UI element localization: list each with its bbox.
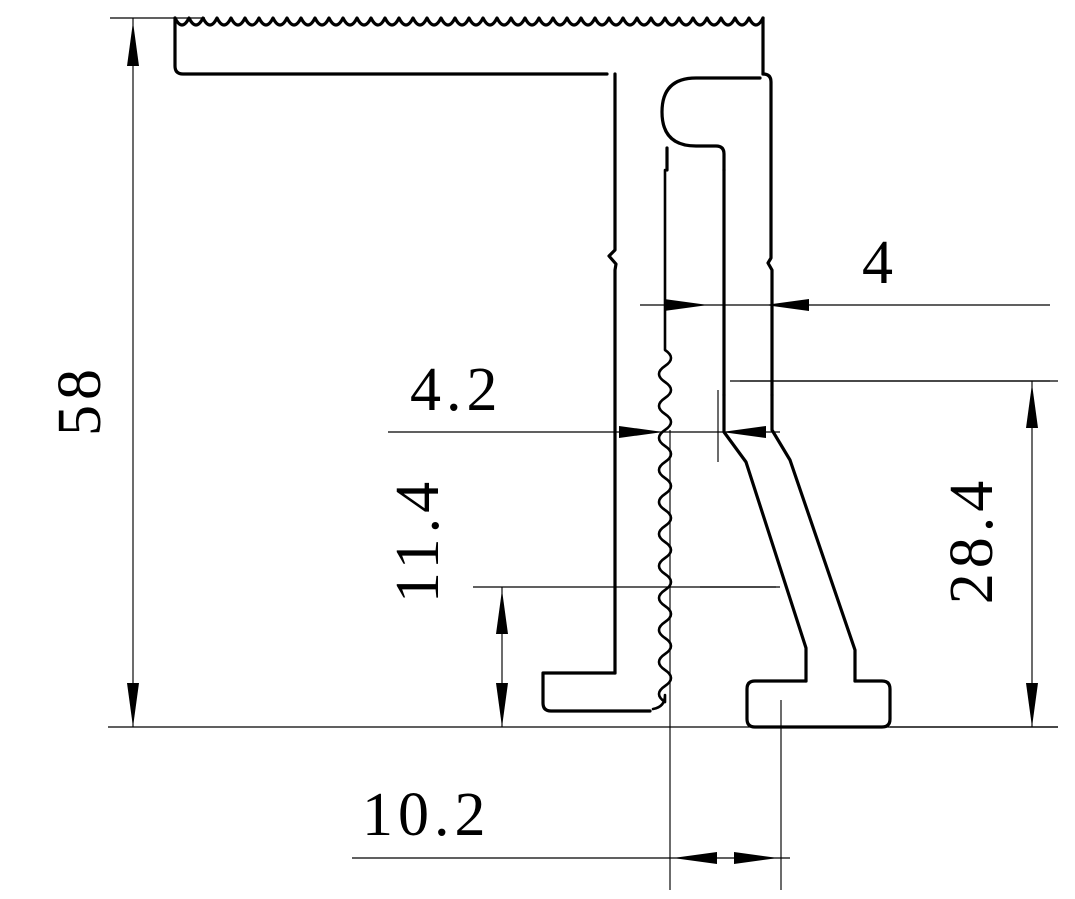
- arrow-down-58: [127, 683, 139, 727]
- arrow-up-58: [127, 22, 139, 66]
- upper-hook-channel: [660, 76, 762, 172]
- dim-label-10p2: 10.2: [362, 781, 491, 849]
- base-foot: [745, 679, 892, 729]
- arrow-up-11p4: [496, 590, 508, 634]
- arrow-left-inner-10p2: [734, 852, 778, 864]
- arrow-up-28p4: [1026, 384, 1038, 428]
- arrow-down-28p4: [1026, 683, 1038, 727]
- upper-hook-outer: [761, 72, 774, 397]
- serrated-vertical-web-icon: [651, 168, 673, 711]
- profile-geometry: [173, 16, 892, 729]
- left-vertical-web: [607, 72, 618, 675]
- dim-label-4: 4: [862, 229, 898, 297]
- serrated-top-strip-icon: [173, 16, 765, 27]
- slanted-leg-left-edge: [722, 393, 808, 683]
- dimension-base-offset: 10.2: [108, 430, 1058, 890]
- dim-label-11p4: 11.4: [384, 477, 452, 603]
- dim-label-58: 58: [46, 364, 114, 436]
- auxiliary-leader-lines: [700, 380, 1050, 588]
- dim-label-4p2: 4.2: [410, 356, 503, 424]
- dimension-leg-height: 28.4: [730, 380, 1058, 728]
- arrow-down-11p4: [496, 683, 508, 727]
- arrow-left-4p2: [619, 426, 663, 438]
- lower-u-hook: [541, 671, 652, 713]
- dimension-foot-height: 11.4: [384, 477, 776, 727]
- slanted-leg-right-edge: [770, 393, 857, 683]
- dimension-overall-height: 58: [46, 17, 205, 727]
- dimension-lip-width: 4: [640, 229, 1050, 311]
- dimension-web-thickness: 4.2: [388, 356, 780, 462]
- dim-label-28p4: 28.4: [938, 476, 1006, 605]
- arrow-right-4: [765, 299, 809, 311]
- arrow-right-inner-10p2: [673, 852, 717, 864]
- arrow-left-4: [664, 299, 708, 311]
- arrow-right-4p2: [722, 426, 766, 438]
- top-strip-left-edge: [173, 16, 609, 76]
